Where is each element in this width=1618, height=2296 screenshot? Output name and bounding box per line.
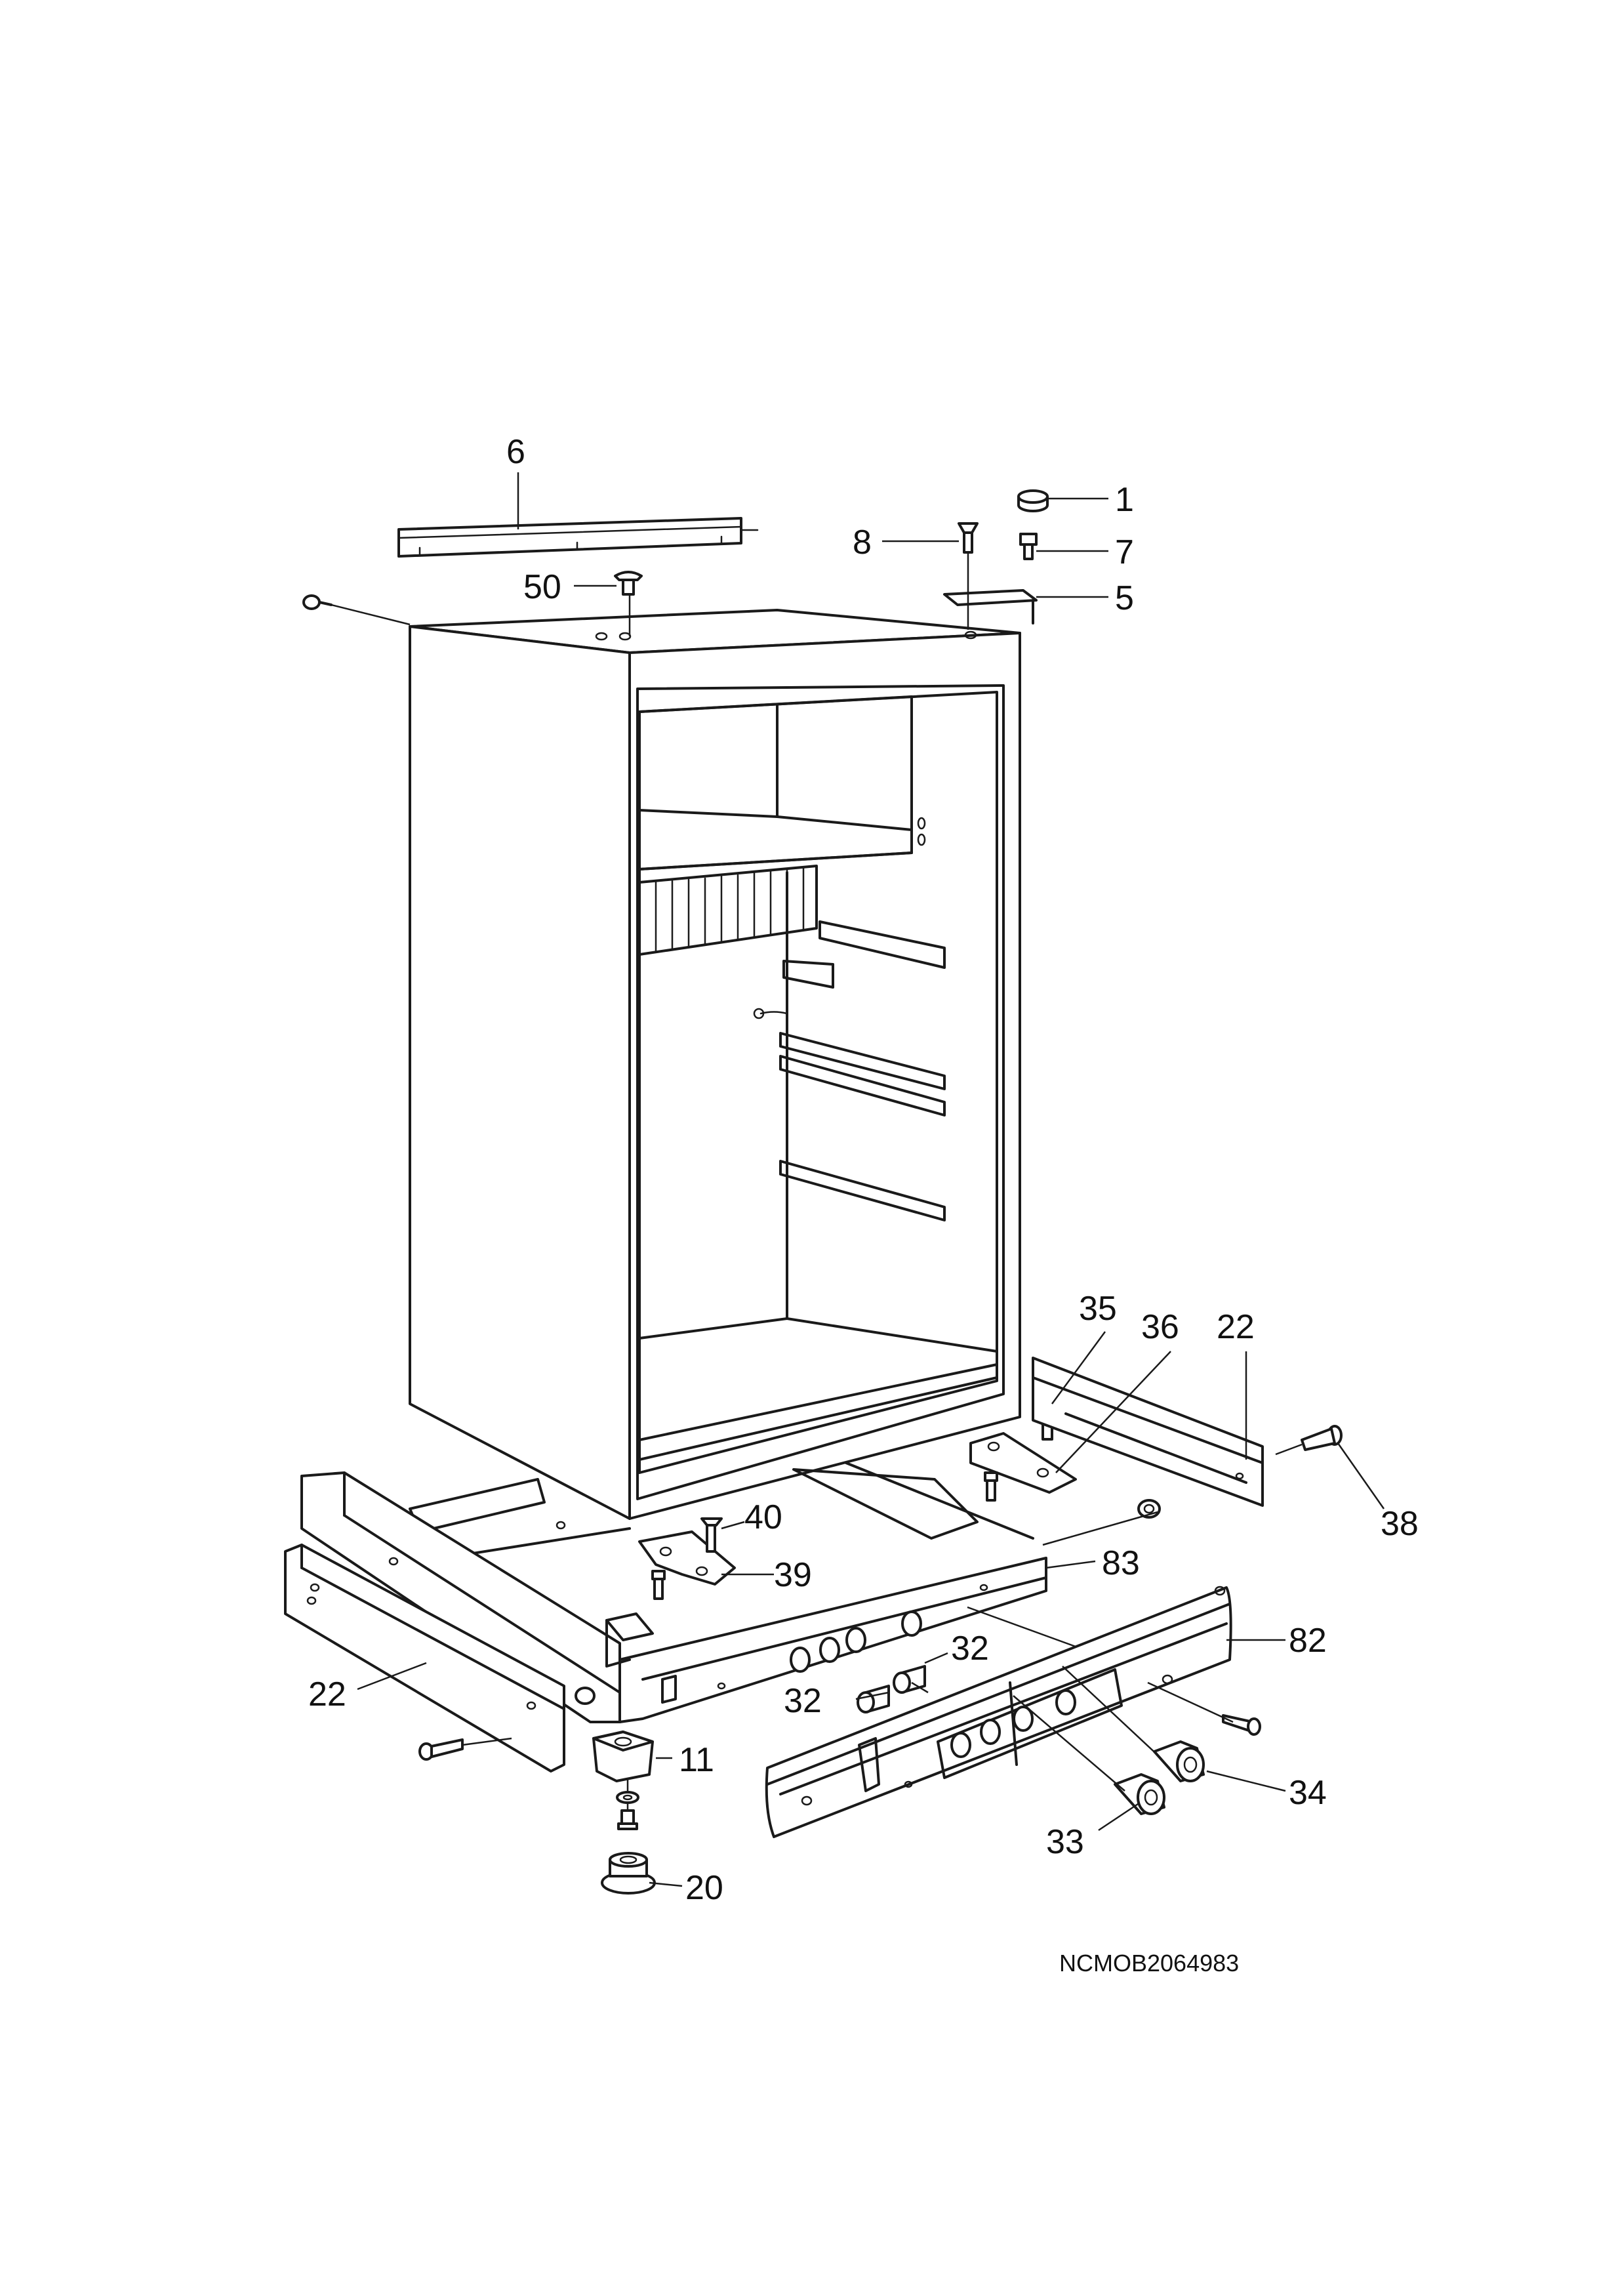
callout-labels: 6 1 8 7 50 5 35 36 22 38 40 83 39 82 32 … (308, 433, 1419, 1907)
part-11-foot (592, 1731, 654, 1782)
part-1-cap (1017, 489, 1049, 512)
callout-8: 8 (853, 523, 872, 562)
callout-38: 38 (1381, 1505, 1419, 1543)
part-50-plug (614, 571, 643, 596)
callout-6: 6 (506, 433, 525, 471)
callout-36: 36 (1141, 1308, 1179, 1346)
side-screw-top (302, 594, 411, 626)
part-32-spindle-b (857, 1685, 890, 1713)
callout-83: 83 (1102, 1544, 1140, 1582)
callout-11: 11 (679, 1741, 714, 1779)
leader-lines (357, 472, 1385, 1887)
callout-33: 33 (1046, 1823, 1084, 1861)
grille-screw (1222, 1714, 1261, 1736)
part-38-screw (1275, 1425, 1343, 1456)
callout-82: 82 (1289, 1622, 1327, 1660)
callout-7: 7 (1115, 533, 1134, 571)
part-6-top-trim (397, 517, 759, 558)
callout-22-left: 22 (308, 1675, 346, 1713)
callout-22-right: 22 (1217, 1308, 1255, 1346)
callout-20: 20 (685, 1869, 723, 1907)
part-20-leveling-foot (601, 1852, 656, 1895)
callout-40: 40 (744, 1498, 782, 1536)
left-rail-screw (418, 1738, 464, 1761)
callout-35: 35 (1079, 1290, 1117, 1328)
callout-5: 5 (1115, 579, 1134, 617)
callout-32-lower: 32 (784, 1682, 822, 1720)
foot-washer (616, 1791, 639, 1804)
part-39-40-bracket (638, 1517, 736, 1600)
part-8-screw (958, 522, 979, 554)
callout-1: 1 (1115, 481, 1134, 519)
part-5-hinge-plate (943, 589, 1038, 625)
refrigerator-cabinet (409, 609, 1021, 1520)
part-22-right-rail (1032, 1357, 1264, 1507)
foot-screw (617, 1809, 638, 1830)
part-34-knob (1153, 1740, 1205, 1782)
callout-50: 50 (523, 568, 561, 606)
part-32-spindle-a (893, 1665, 926, 1694)
callout-34: 34 (1289, 1774, 1327, 1812)
reference-code: NCMOB2064983 (1059, 1950, 1239, 1977)
base-frame (284, 1462, 1047, 1773)
part-35-36-hinge (969, 1403, 1077, 1502)
part-82-front-grille (765, 1586, 1232, 1838)
callout-39: 39 (774, 1556, 812, 1594)
part-7-bolt (1019, 533, 1038, 560)
callout-32-upper: 32 (951, 1630, 989, 1668)
part-33-knob (1114, 1773, 1165, 1815)
